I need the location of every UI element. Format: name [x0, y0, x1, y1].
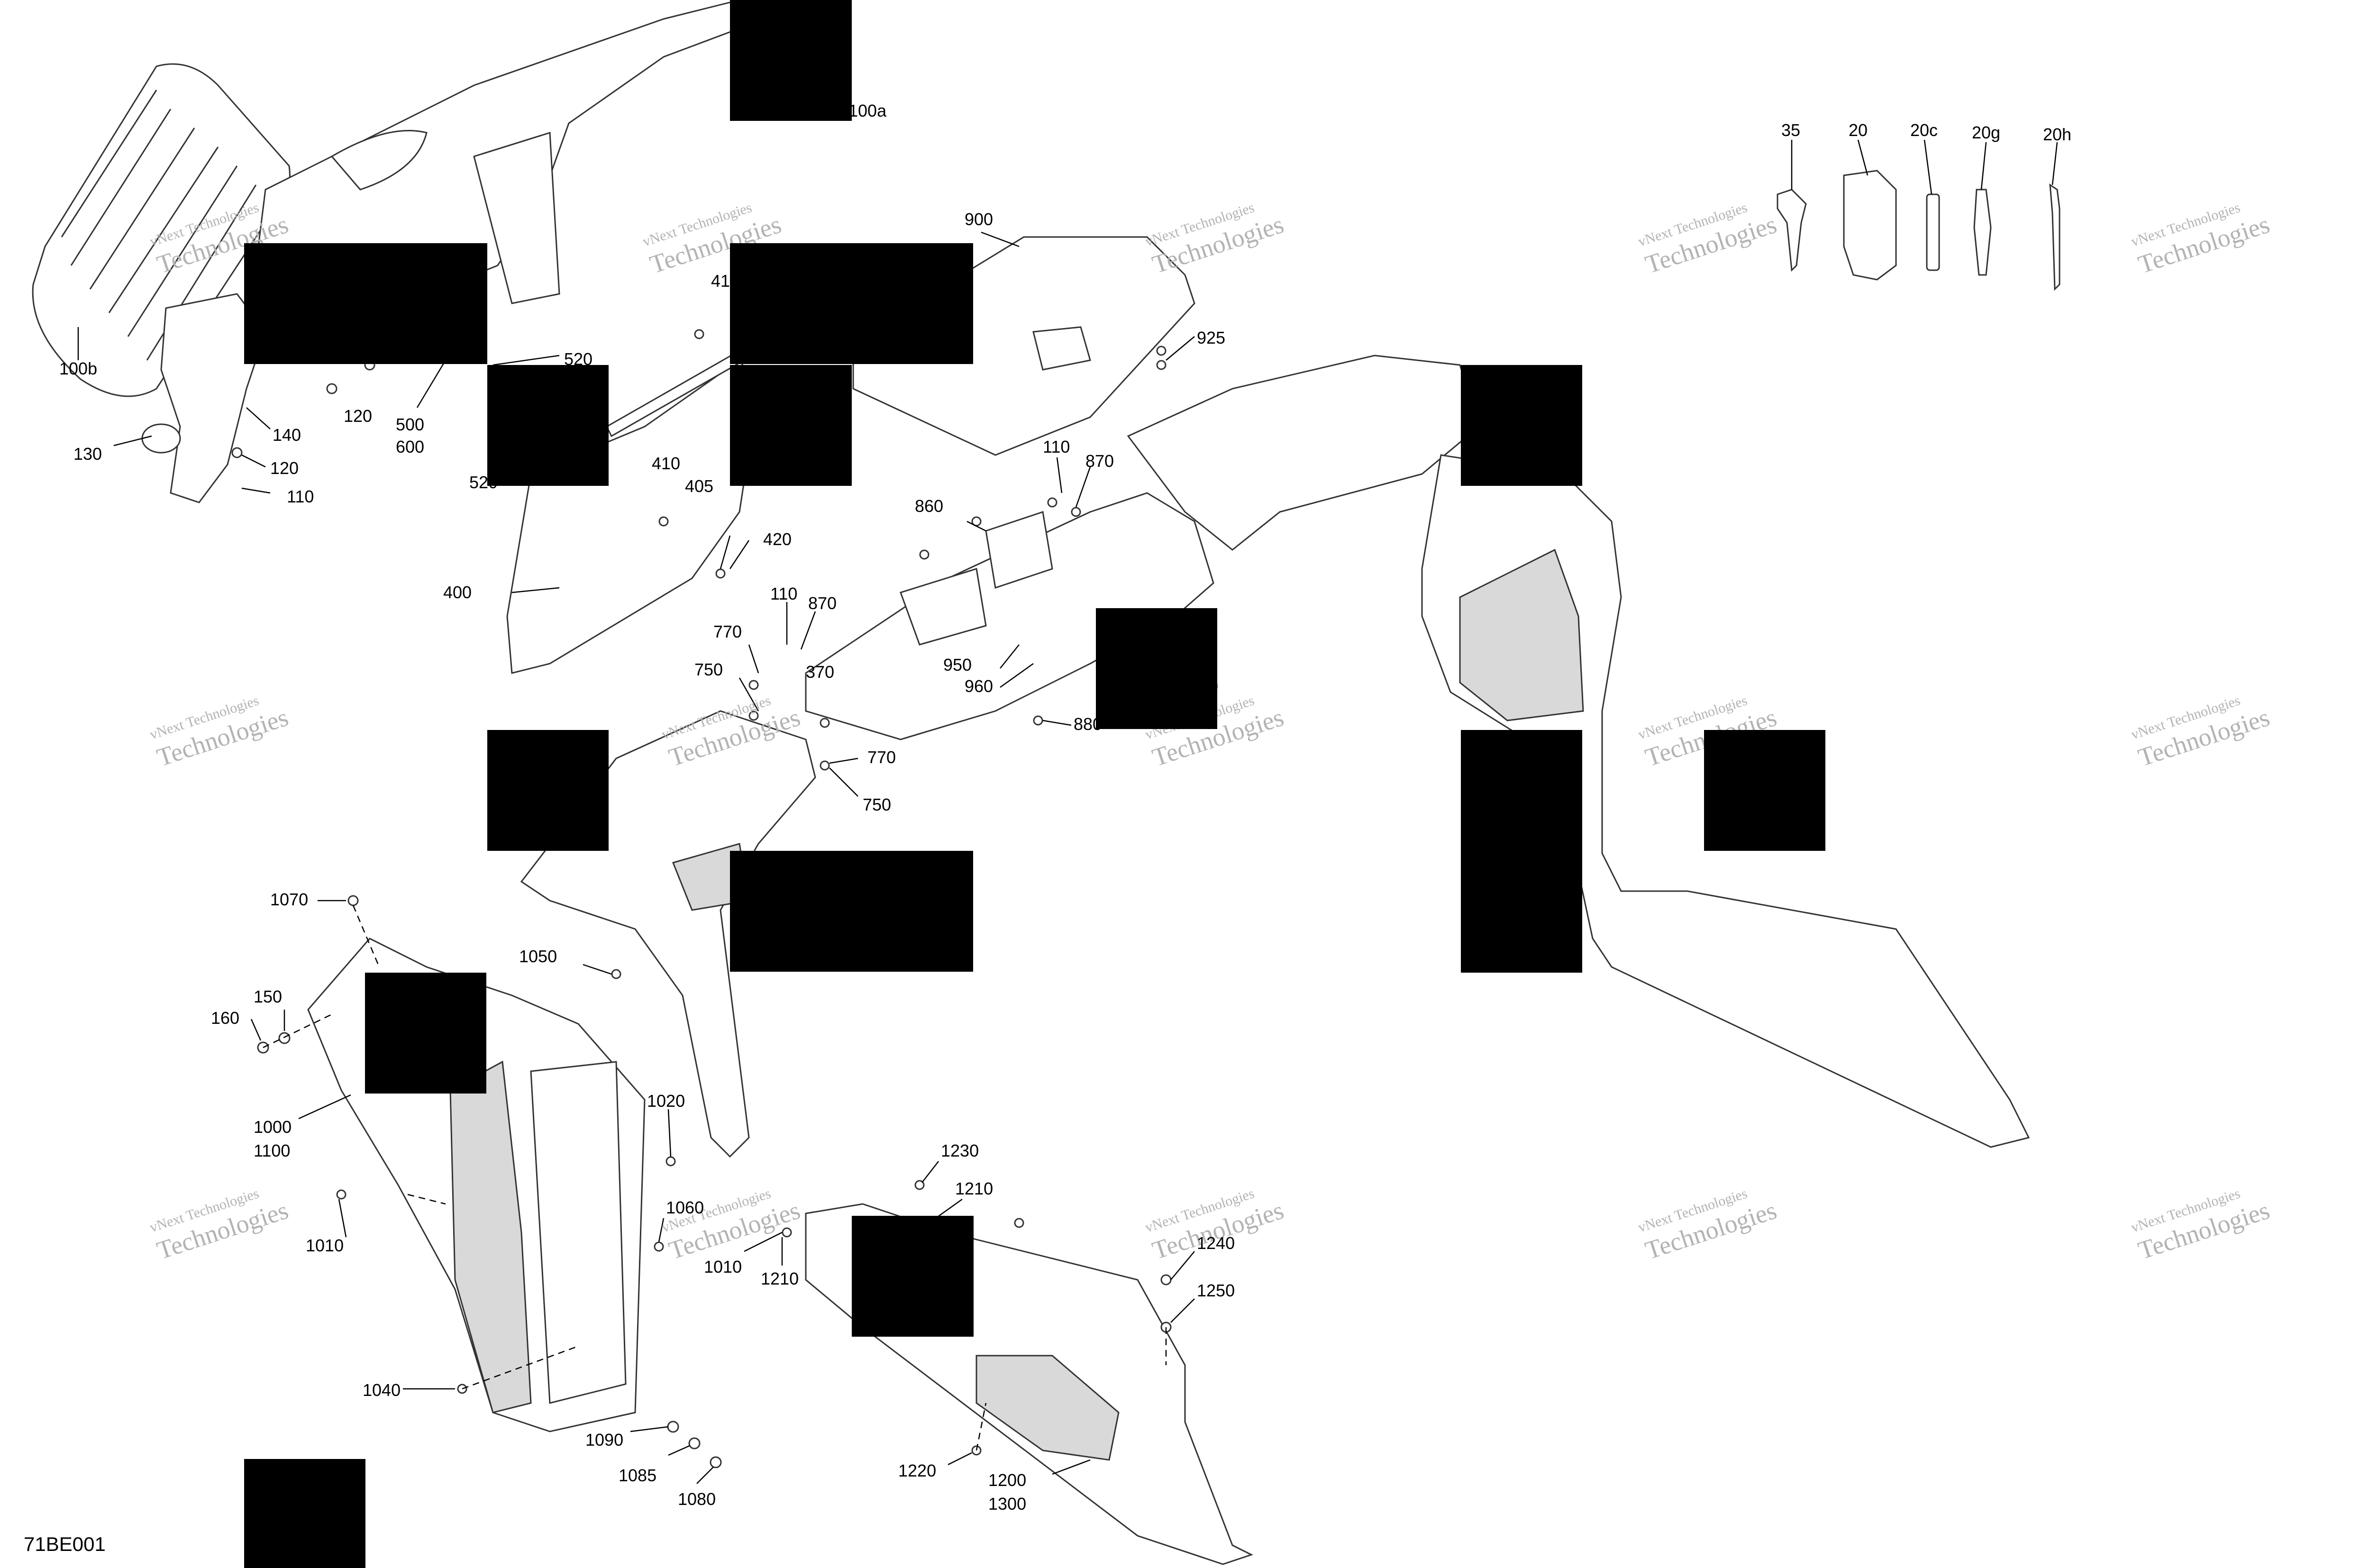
- callout-100b: 100b: [59, 359, 97, 378]
- callout-20g: 20g: [1972, 123, 2000, 142]
- callout-1240: 1240: [1197, 1233, 1235, 1253]
- callout-1080: 1080: [678, 1489, 716, 1509]
- callout-600: 600: [396, 437, 424, 456]
- redaction-blocks: [244, 0, 1825, 1568]
- callout-770: 770: [713, 622, 742, 641]
- callout-1020: 1020: [647, 1091, 685, 1111]
- callout-110: 110: [287, 487, 314, 506]
- callout-1210: 1210: [761, 1269, 799, 1288]
- front-grille-part: [32, 63, 291, 397]
- callout-410: 410: [652, 454, 680, 473]
- callout-110: 110: [770, 584, 797, 603]
- callout-1010: 1010: [704, 1257, 742, 1276]
- front-bracket-part: [141, 293, 266, 503]
- drawing-code-label: 71BE001: [24, 1533, 106, 1555]
- callout-870: 870: [808, 593, 837, 613]
- callout-860: 860: [915, 496, 943, 516]
- callout-750: 750: [694, 660, 723, 679]
- callout-770: 770: [867, 748, 896, 767]
- callout-900: 900: [965, 210, 993, 229]
- leader-lines: [77, 139, 2058, 1484]
- tool-kit-parts: [1777, 170, 2060, 291]
- floor-tray-part: [805, 492, 1214, 740]
- callout-1010: 1010: [306, 1236, 344, 1255]
- callout-750: 750: [863, 795, 891, 814]
- callout-1040: 1040: [363, 1380, 401, 1400]
- callout-20c: 20c: [1910, 120, 1938, 140]
- callout-1100: 1100: [254, 1141, 290, 1160]
- callout-1250: 1250: [1197, 1281, 1235, 1300]
- callout-1060: 1060: [666, 1198, 704, 1217]
- assembly-lines: [263, 905, 1167, 1451]
- callout-1070: 1070: [270, 890, 308, 909]
- callout-100a: 100a: [848, 101, 887, 120]
- callout-35: 35: [1781, 120, 1800, 140]
- callout-120: 120: [344, 406, 372, 426]
- callout-1085: 1085: [619, 1466, 656, 1485]
- callout-20: 20: [1849, 120, 1868, 140]
- callout-140: 140: [273, 425, 301, 445]
- callout-110: 110: [1043, 437, 1070, 456]
- callout-1200: 1200: [988, 1470, 1026, 1490]
- right-side-panel-part: [1127, 355, 2030, 1148]
- callout-420: 420: [763, 529, 792, 549]
- callout-130: 130: [73, 444, 102, 464]
- callout-400: 400: [443, 583, 472, 602]
- callout-150: 150: [254, 987, 282, 1006]
- callout-950: 950: [943, 655, 972, 675]
- callout-1300: 1300: [988, 1494, 1026, 1513]
- callout-1090: 1090: [585, 1430, 623, 1449]
- callout-370: 370: [806, 662, 834, 682]
- callout-500: 500: [396, 415, 424, 434]
- callout-labels: 100a 100b 130 140 120 120 110 500 600 52…: [59, 101, 2071, 1513]
- callout-1210: 1210: [955, 1179, 993, 1198]
- callout-1220: 1220: [898, 1461, 936, 1480]
- callout-925: 925: [1197, 328, 1225, 347]
- fasteners: [231, 329, 1172, 1468]
- callout-1050: 1050: [519, 947, 557, 966]
- callout-160: 160: [211, 1008, 239, 1028]
- callout-1230: 1230: [941, 1141, 979, 1160]
- callout-20h: 20h: [2043, 125, 2071, 144]
- callout-405: 405: [685, 476, 713, 496]
- callout-120: 120: [270, 458, 299, 478]
- callout-960: 960: [965, 676, 993, 696]
- callout-1000: 1000: [254, 1117, 292, 1137]
- callout-870: 870: [1085, 451, 1114, 471]
